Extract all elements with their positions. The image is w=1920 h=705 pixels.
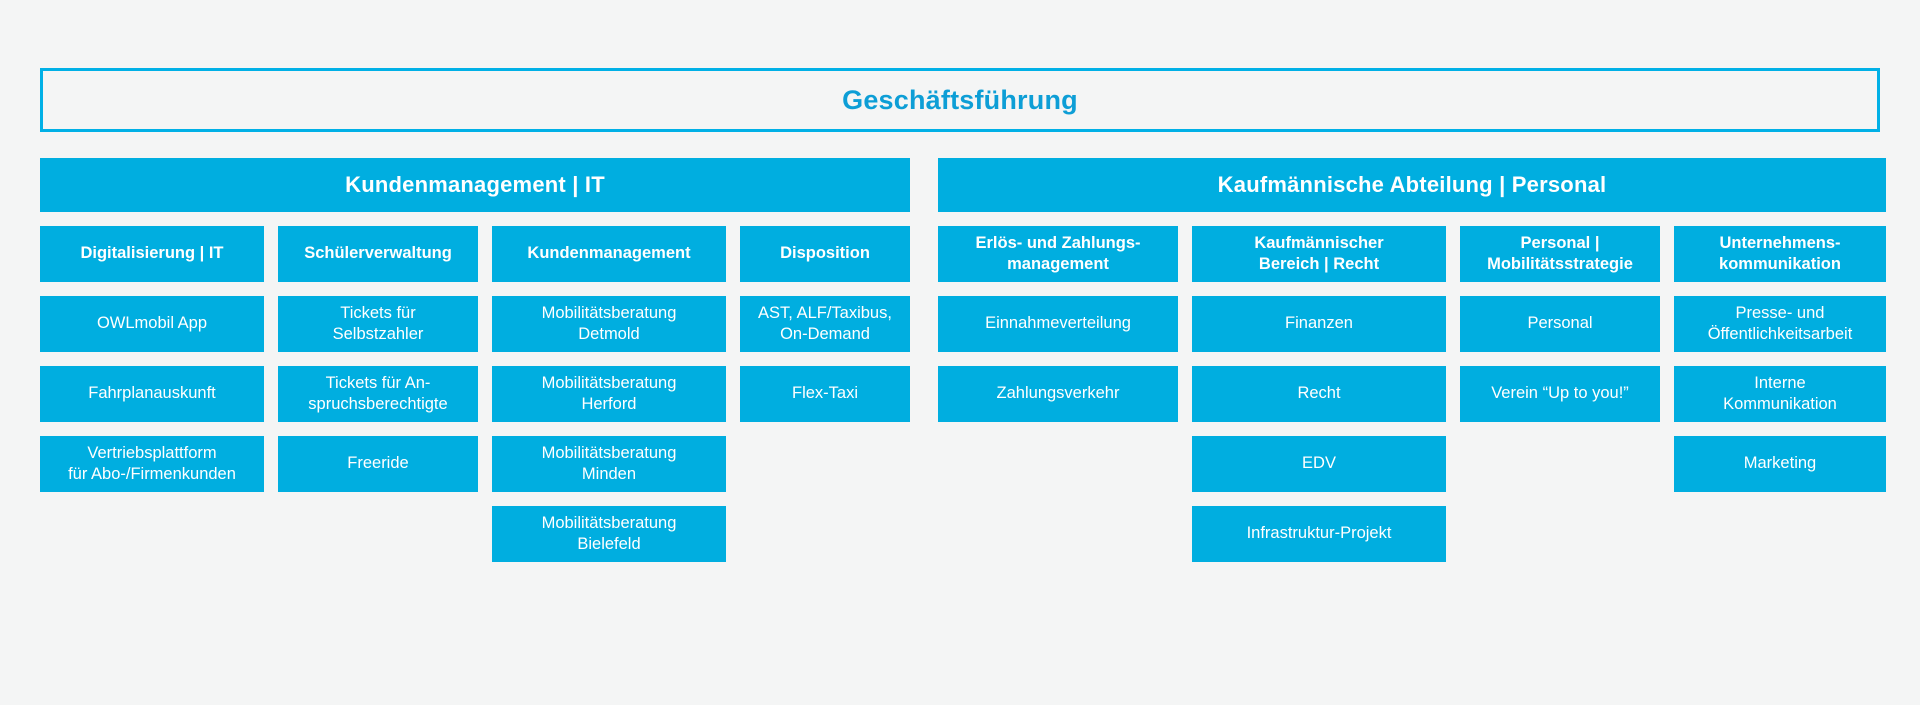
column-schuelerverwaltung: Schülerverwaltung Tickets für Selbstzahl… <box>278 226 478 492</box>
unit-item[interactable]: Interne Kommunikation <box>1674 366 1886 422</box>
unit-head-kaufmaennischer-bereich-recht[interactable]: Kaufmännischer Bereich | Recht <box>1192 226 1446 282</box>
unit-item[interactable]: Mobilitätsberatung Herford <box>492 366 726 422</box>
division-columns: Erlös- und Zahlungs- management Einnahme… <box>938 226 1886 562</box>
unit-head-kundenmanagement[interactable]: Kundenmanagement <box>492 226 726 282</box>
unit-item[interactable]: Recht <box>1192 366 1446 422</box>
unit-item[interactable]: Flex-Taxi <box>740 366 910 422</box>
column-personal-mobilitaetsstrategie: Personal | Mobilitätsstrategie Personal … <box>1460 226 1660 422</box>
unit-item[interactable]: OWLmobil App <box>40 296 264 352</box>
column-kaufmaennischer-bereich-recht: Kaufmännischer Bereich | Recht Finanzen … <box>1192 226 1446 562</box>
unit-item[interactable]: Mobilitätsberatung Minden <box>492 436 726 492</box>
column-erloes-zahlungsmanagement: Erlös- und Zahlungs- management Einnahme… <box>938 226 1178 422</box>
column-unternehmenskommunikation: Unternehmens- kommunikation Presse- und … <box>1674 226 1886 492</box>
unit-item[interactable]: Tickets für Selbstzahler <box>278 296 478 352</box>
unit-item[interactable]: Mobilitätsberatung Bielefeld <box>492 506 726 562</box>
unit-item[interactable]: Presse- und Öffentlichkeitsarbeit <box>1674 296 1886 352</box>
division-columns: Digitalisierung | IT OWLmobil App Fahrpl… <box>40 226 910 562</box>
unit-item[interactable]: Personal <box>1460 296 1660 352</box>
division-header-kundenmanagement-it: Kundenmanagement | IT <box>40 158 910 212</box>
executive-title: Geschäftsführung <box>842 84 1078 115</box>
unit-head-erloes-zahlungsmanagement[interactable]: Erlös- und Zahlungs- management <box>938 226 1178 282</box>
unit-item[interactable]: Freeride <box>278 436 478 492</box>
unit-item[interactable]: Zahlungsverkehr <box>938 366 1178 422</box>
division-header-kaufmaennische-abteilung-personal: Kaufmännische Abteilung | Personal <box>938 158 1886 212</box>
column-disposition: Disposition AST, ALF/Taxibus, On-Demand … <box>740 226 910 422</box>
unit-item[interactable]: Tickets für An- spruchsberechtigte <box>278 366 478 422</box>
unit-item[interactable]: Mobilitätsberatung Detmold <box>492 296 726 352</box>
column-kundenmanagement: Kundenmanagement Mobilitätsberatung Detm… <box>492 226 726 562</box>
unit-head-unternehmenskommunikation[interactable]: Unternehmens- kommunikation <box>1674 226 1886 282</box>
unit-head-digitalisierung-it[interactable]: Digitalisierung | IT <box>40 226 264 282</box>
executive-box: Geschäftsführung <box>40 68 1880 132</box>
unit-item[interactable]: Fahrplanauskunft <box>40 366 264 422</box>
unit-item[interactable]: Vertriebsplattform für Abo-/Firmenkunden <box>40 436 264 492</box>
unit-head-personal-mobilitaetsstrategie[interactable]: Personal | Mobilitätsstrategie <box>1460 226 1660 282</box>
column-digitalisierung-it: Digitalisierung | IT OWLmobil App Fahrpl… <box>40 226 264 492</box>
unit-item[interactable]: Infrastruktur-Projekt <box>1192 506 1446 562</box>
unit-item[interactable]: Finanzen <box>1192 296 1446 352</box>
org-chart: Geschäftsführung Kundenmanagement | IT D… <box>0 68 1920 705</box>
unit-item[interactable]: Marketing <box>1674 436 1886 492</box>
unit-head-disposition[interactable]: Disposition <box>740 226 910 282</box>
division-kundenmanagement-it: Kundenmanagement | IT Digitalisierung | … <box>40 158 910 562</box>
unit-item[interactable]: AST, ALF/Taxibus, On-Demand <box>740 296 910 352</box>
unit-head-schuelerverwaltung[interactable]: Schülerverwaltung <box>278 226 478 282</box>
division-kaufmaennische-abteilung-personal: Kaufmännische Abteilung | Personal Erlös… <box>938 158 1886 562</box>
division-row: Kundenmanagement | IT Digitalisierung | … <box>40 158 1886 562</box>
unit-item[interactable]: Einnahmeverteilung <box>938 296 1178 352</box>
unit-item[interactable]: EDV <box>1192 436 1446 492</box>
unit-item[interactable]: Verein “Up to you!” <box>1460 366 1660 422</box>
